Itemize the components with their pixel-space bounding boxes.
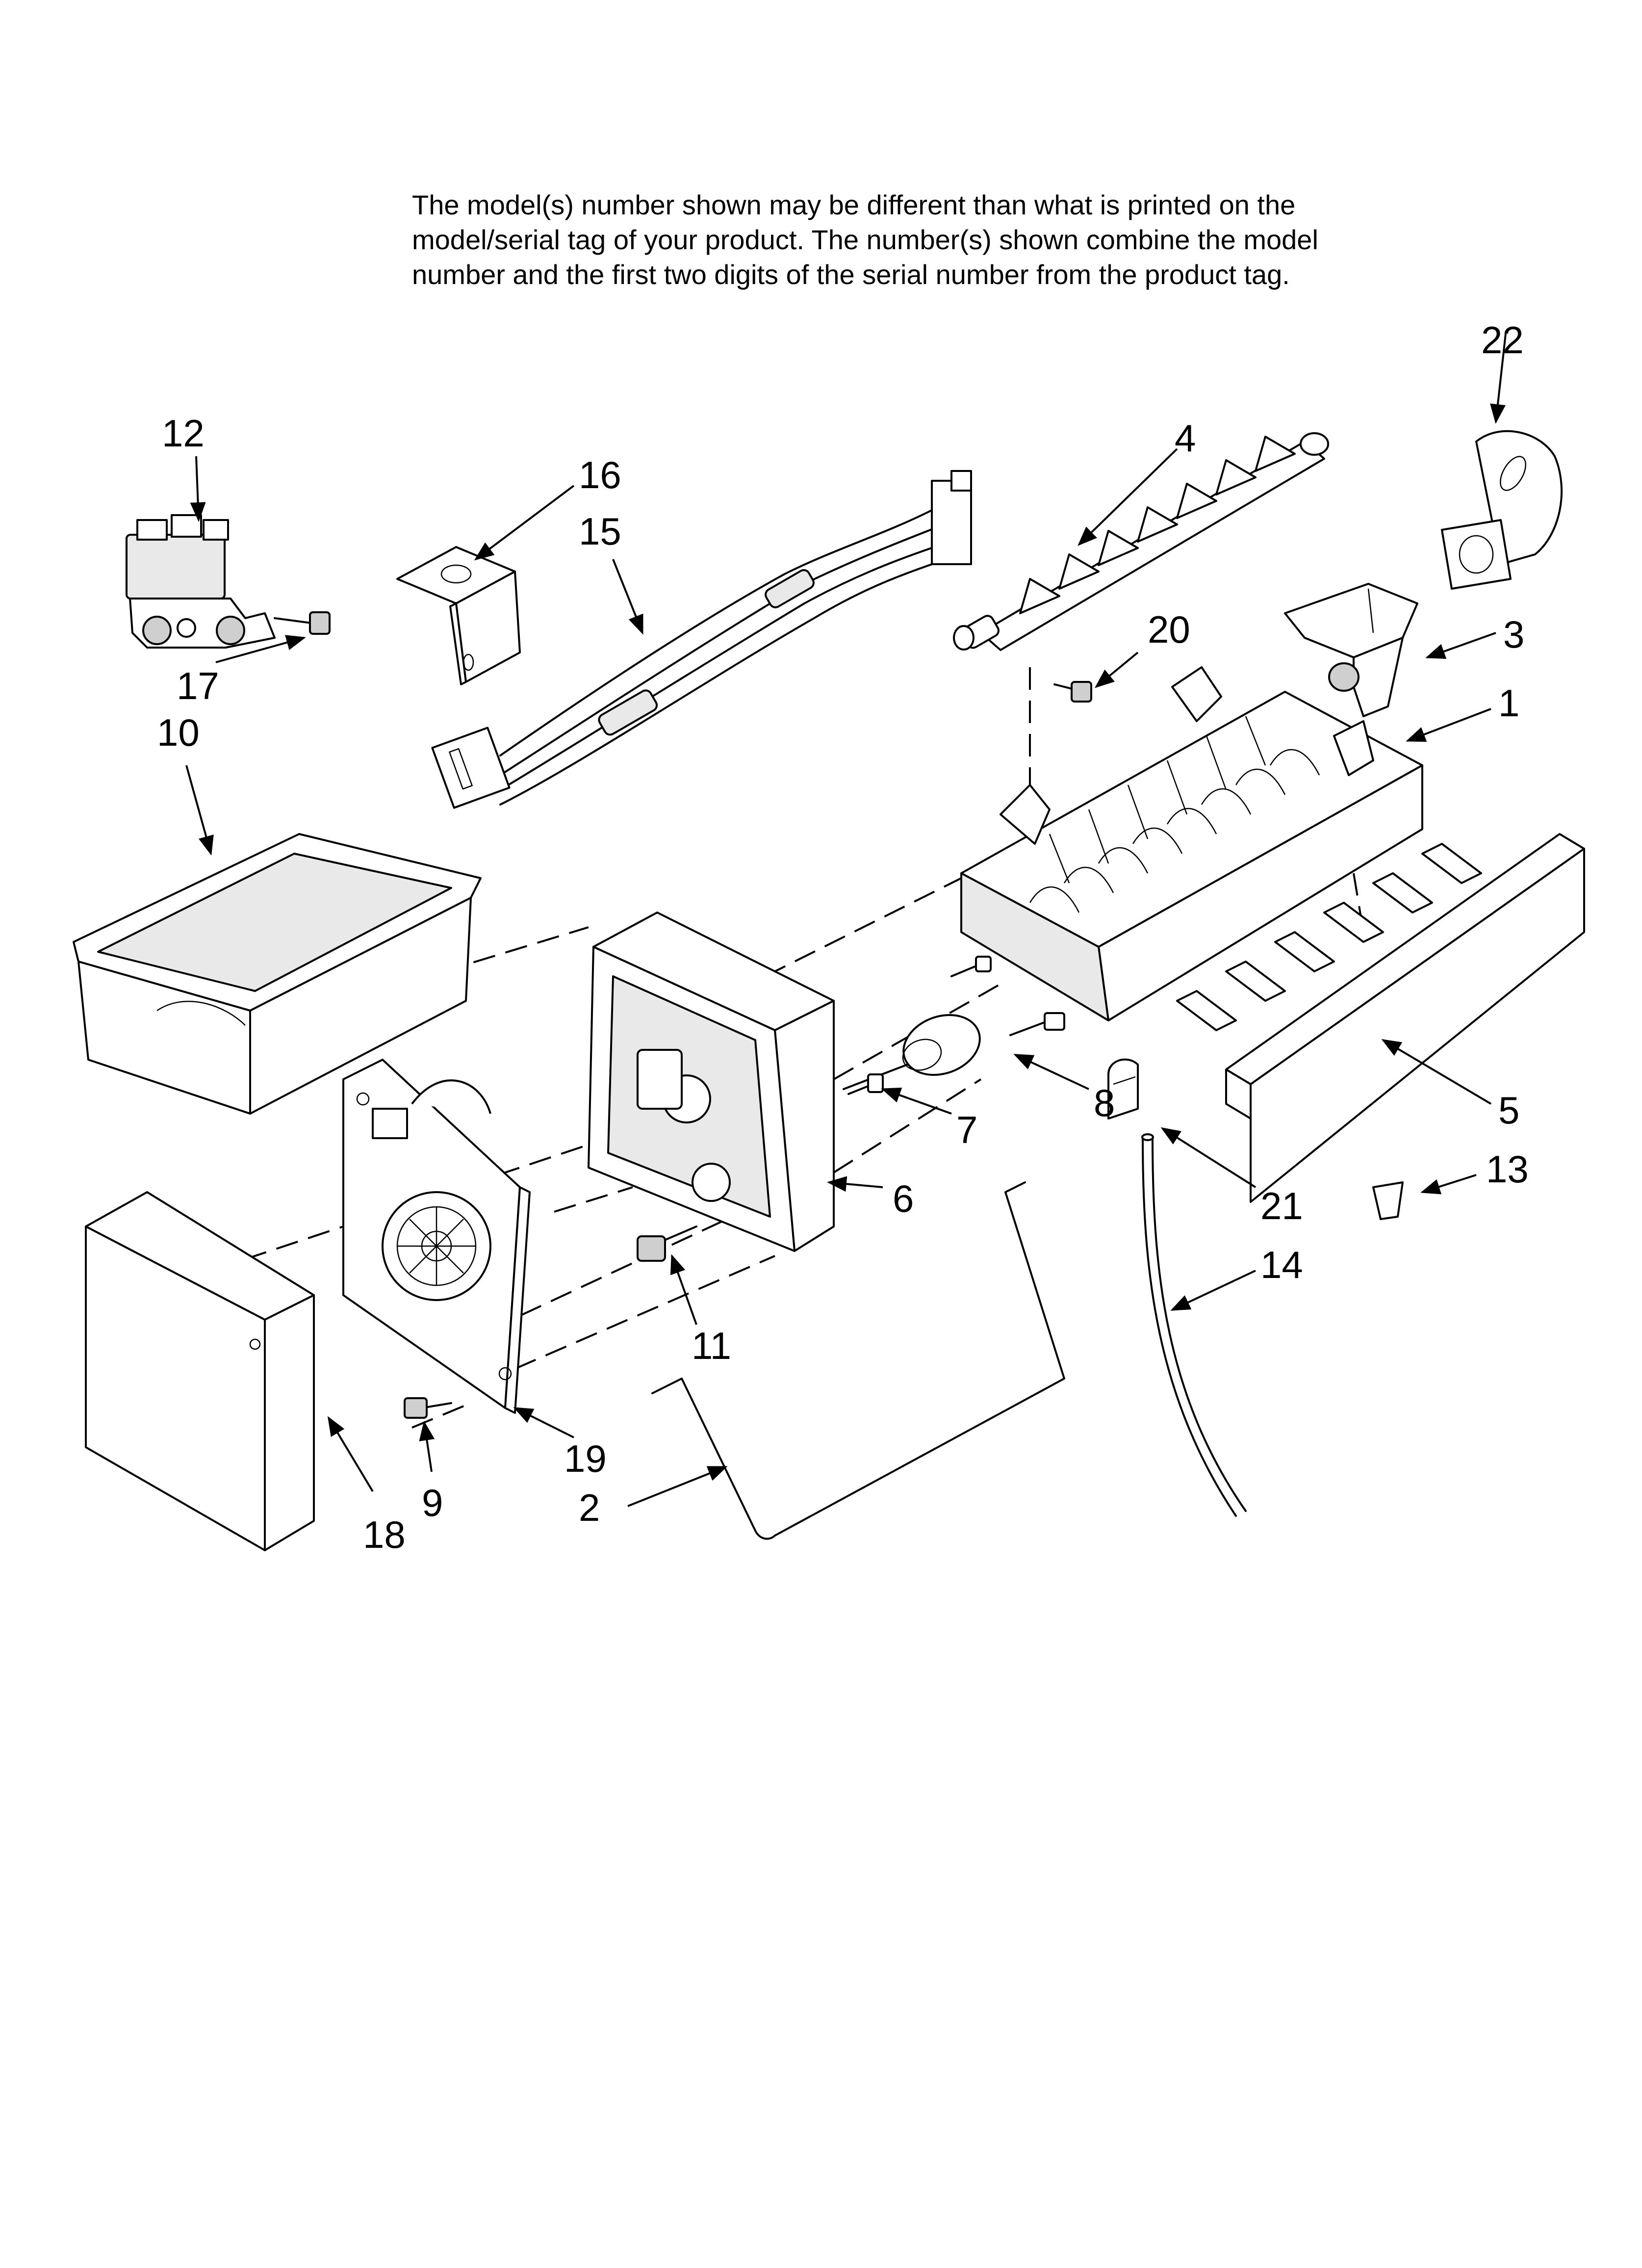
pin: [847, 956, 1065, 1095]
harness-bracket: [396, 546, 521, 685]
callout-16: 16: [579, 453, 621, 496]
callout-1: 1: [1498, 681, 1519, 725]
shutoff-cover: [1441, 430, 1563, 590]
callout-5: 5: [1498, 1089, 1519, 1132]
note-line-3: number and the first two digits of the s…: [412, 259, 1290, 290]
callout-19: 19: [564, 1437, 607, 1480]
callout-21: 21: [1260, 1184, 1303, 1227]
mounting-screw-11: [637, 1225, 697, 1262]
tube-clip: [1107, 1058, 1139, 1120]
callout-12: 12: [162, 412, 205, 455]
ice-bin: [73, 833, 482, 1115]
callout-labels: 1 2 3 4 5 6 7 8 9 10 11 12 13 14 15 16 1…: [157, 318, 1529, 1556]
callout-10: 10: [157, 711, 200, 754]
wire-harness: [431, 470, 972, 809]
callout-20: 20: [1148, 608, 1190, 651]
callout-3: 3: [1503, 613, 1524, 656]
front-cover: [85, 1191, 315, 1551]
mounting-screw-20: [1053, 681, 1092, 703]
callout-18: 18: [363, 1513, 406, 1556]
callout-7: 7: [956, 1108, 977, 1151]
valve-screw: [274, 611, 331, 635]
callout-15: 15: [579, 510, 621, 553]
water-valve: [126, 514, 276, 649]
callout-6: 6: [893, 1177, 914, 1220]
shutoff-arm: [651, 1181, 1065, 1540]
plug: [1372, 1181, 1404, 1220]
callout-9: 9: [422, 1481, 443, 1524]
callout-17: 17: [177, 664, 219, 707]
mounting-screw-9: [404, 1397, 452, 1419]
callout-13: 13: [1486, 1147, 1529, 1191]
model-number-note: The model(s) number shown may be differe…: [412, 187, 1442, 292]
mounting-plate: [588, 912, 835, 1252]
stripper: [1176, 833, 1585, 1203]
callout-leaders: [185, 333, 1507, 1507]
callout-2: 2: [579, 1486, 600, 1529]
ice-mold: [960, 666, 1423, 1021]
callout-8: 8: [1094, 1081, 1115, 1124]
callout-22: 22: [1481, 318, 1524, 362]
callout-4: 4: [1175, 417, 1196, 460]
thermostat: [843, 1014, 981, 1090]
bail-arm-bracket: [1284, 583, 1418, 717]
fill-tube: [1141, 1133, 1247, 1517]
callout-14: 14: [1260, 1243, 1303, 1286]
ejector-shaft: [953, 432, 1329, 651]
note-line-2: model/serial tag of your product. The nu…: [412, 224, 1318, 255]
control-module: [342, 1059, 531, 1414]
callout-11: 11: [692, 1324, 731, 1367]
note-line-1: The model(s) number shown may be differe…: [412, 189, 1296, 220]
